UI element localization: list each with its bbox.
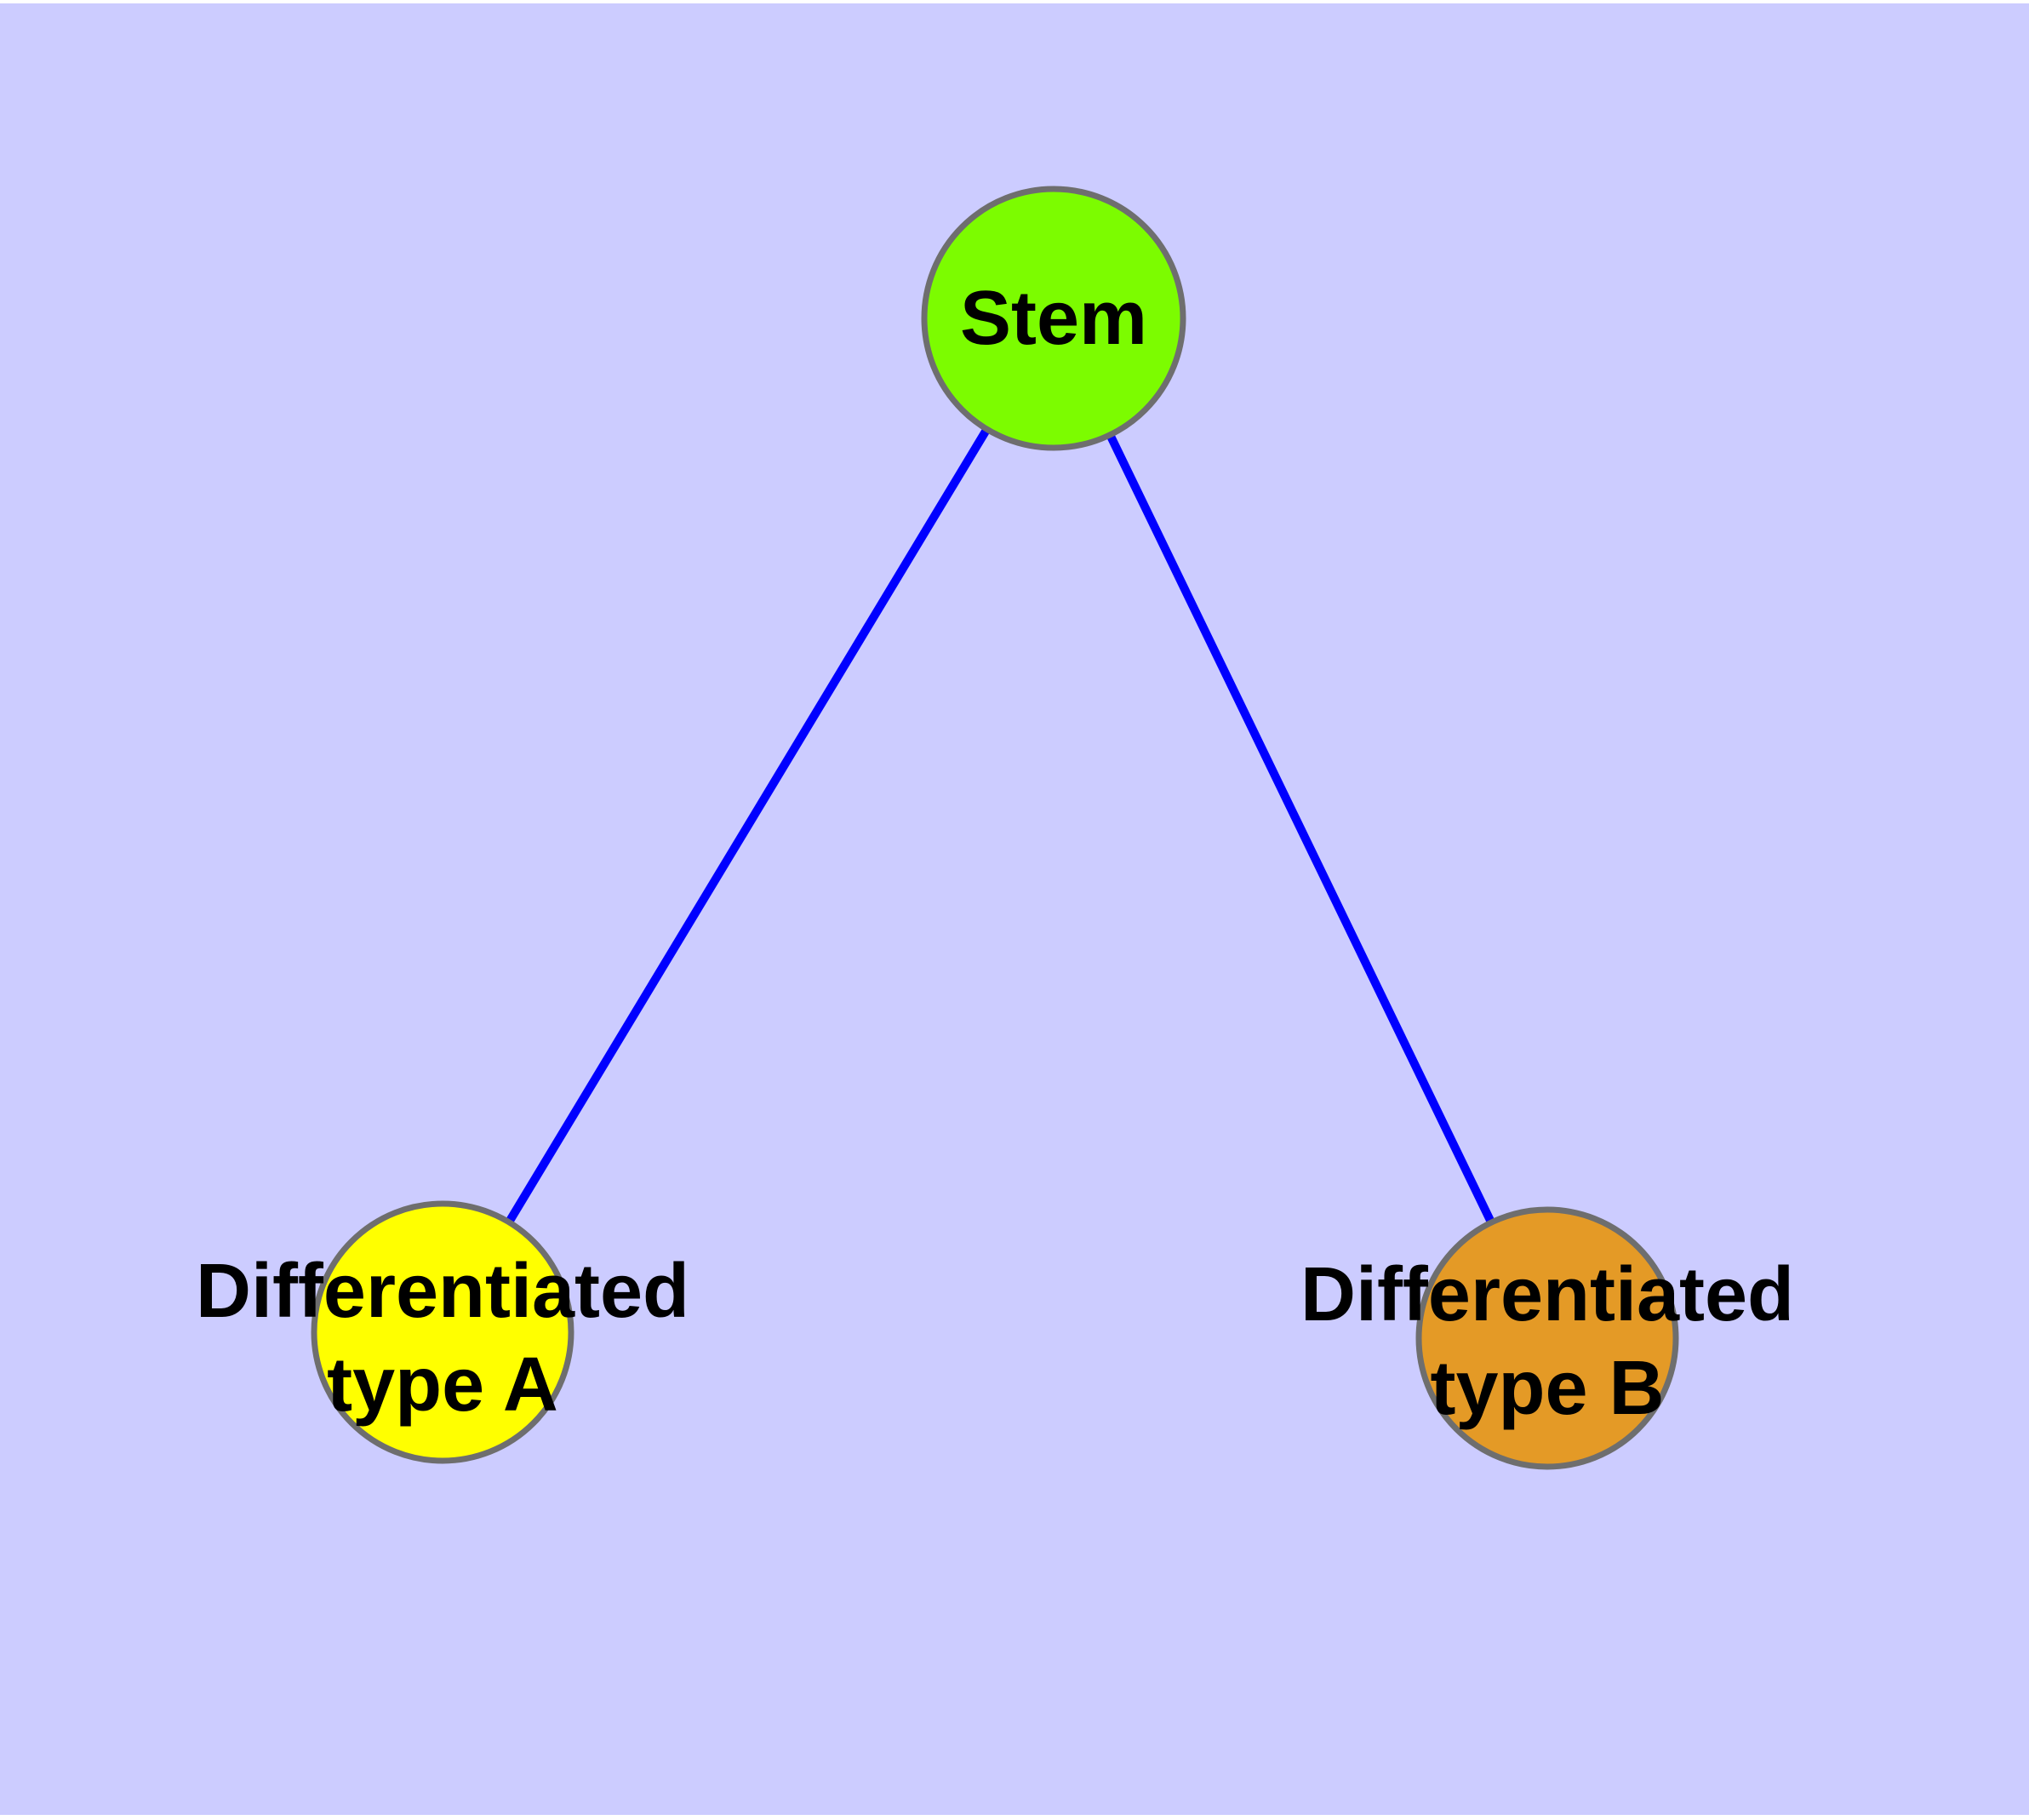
node-type-b-circle bbox=[1415, 1206, 1679, 1470]
node-type-a-label-line1: Differentiated bbox=[196, 1249, 689, 1334]
node-type-a-circle bbox=[311, 1200, 574, 1464]
node-type-b-label-line1: Differentiated bbox=[1300, 1252, 1794, 1337]
node-type-a-label-line2: type A bbox=[327, 1342, 558, 1428]
node-stem-label: Stem bbox=[960, 276, 1147, 361]
node-type-b-label-line2: type B bbox=[1430, 1346, 1664, 1431]
edge-stem-to-type-a bbox=[438, 316, 1058, 1335]
node-stem-circle bbox=[921, 186, 1186, 451]
edge-stem-to-type-b bbox=[1049, 316, 1552, 1341]
